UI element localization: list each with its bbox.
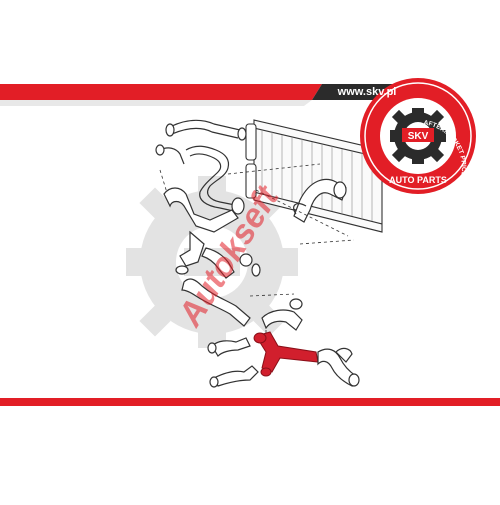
radiator-hose — [293, 178, 347, 223]
lower-hoses — [181, 278, 303, 388]
header-red-stripe — [0, 84, 322, 100]
highlighted-coolant-pipe — [253, 331, 319, 377]
header-dark-stripe — [0, 100, 312, 106]
right-lower-hose — [317, 347, 360, 387]
badge-brand-text: SKV — [408, 131, 429, 142]
skv-badge: SKV AFTERMARKET PRICE • OE QUALITY AUTO … — [360, 78, 476, 214]
radiator — [245, 119, 383, 233]
website-url: www.skv.pl — [337, 86, 397, 98]
upper-hoses — [155, 119, 247, 213]
badge-bottom-text: AUTO PARTS — [389, 175, 447, 185]
middle-hoses — [163, 187, 261, 279]
footer-red-bar — [0, 398, 500, 406]
